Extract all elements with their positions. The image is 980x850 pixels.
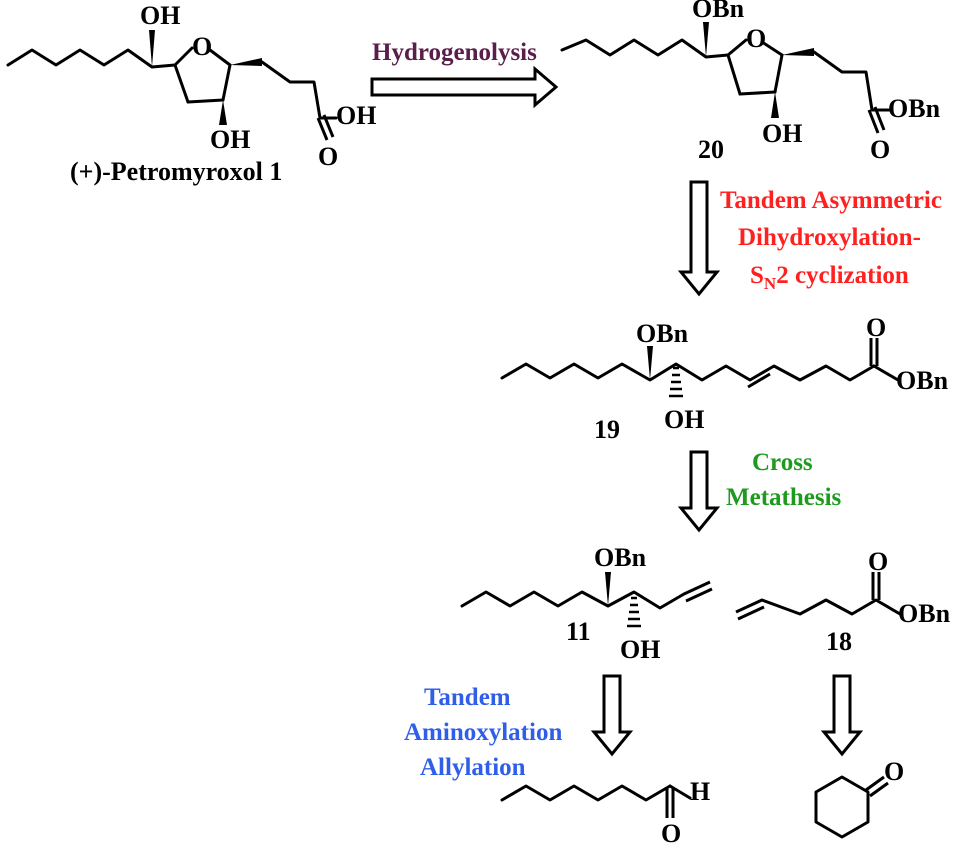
wedge-bond xyxy=(605,572,611,606)
sn2-s: S xyxy=(750,262,764,289)
structure-petromyroxol: OH O OH OH O (+)-Petromyroxol 1 xyxy=(6,1,376,186)
atom-oh: OH xyxy=(620,635,660,664)
wedge-bond xyxy=(771,92,779,118)
compound-label-11: 11 xyxy=(566,617,591,646)
arrow-hydrogenolysis: Hydrogenolysis xyxy=(370,39,559,109)
atom-obn: OBn xyxy=(692,0,745,23)
step-label-tandem-ad-line2: Dihydroxylation- xyxy=(738,224,921,251)
sn2-subscript-n: N xyxy=(764,274,777,293)
atom-carbonyl-oxygen: O xyxy=(870,135,890,164)
atom-oh: OH xyxy=(140,1,180,30)
atom-obn: OBn xyxy=(896,366,949,395)
step-label-tandem-ad-line3: SN2 cyclization xyxy=(750,262,909,293)
arrow-tandem-ad: Tandem Asymmetric Dihydroxylation- SN2 c… xyxy=(677,180,942,297)
wedge-bond xyxy=(149,30,155,67)
atom-obn: OBn xyxy=(898,599,951,628)
arrow-cross-metathesis: Cross Metathesis xyxy=(677,449,842,533)
structure-cyclohexanone: O xyxy=(814,757,904,839)
wedge-bond xyxy=(230,58,262,66)
arrow-tandem-aminoxylation: Tandem Aminoxylation Allylation xyxy=(404,674,634,781)
wedge-bond xyxy=(703,22,709,57)
atom-aldehyde-h: H xyxy=(690,777,710,806)
structure-compound-19: OBn OH O OBn 19 xyxy=(500,313,949,444)
atom-carbonyl-oxygen: O xyxy=(866,313,886,342)
compound-label-petromyroxol: (+)-Petromyroxol 1 xyxy=(70,157,282,186)
sn2-rest: 2 cyclization xyxy=(776,262,909,289)
atom-aldehyde-oxygen: O xyxy=(661,819,681,848)
atom-obn: OBn xyxy=(636,319,689,348)
wedge-bond xyxy=(219,100,227,125)
wedge-bond xyxy=(782,48,814,56)
atom-obn: OBn xyxy=(594,543,647,572)
step-label-tandem-ad-line1: Tandem Asymmetric xyxy=(720,187,942,214)
structure-compound-18: O OBn 18 xyxy=(735,547,951,656)
structure-compound-20: OBn O OH OBn O 20 xyxy=(560,0,941,164)
structure-heptanal: H O xyxy=(500,777,710,848)
atom-oh: OH xyxy=(664,405,704,434)
compound-label-18: 18 xyxy=(826,627,852,656)
step-label-tandem-aminoxylation-line1: Tandem xyxy=(424,684,511,711)
arrow-to-cyclohexanone xyxy=(820,674,864,757)
atom-oh: OH xyxy=(336,101,376,130)
atom-obn: OBn xyxy=(888,94,941,123)
structure-compound-11: OBn OH 11 xyxy=(460,543,713,664)
compound-label-19: 19 xyxy=(594,415,620,444)
atom-ring-oxygen: O xyxy=(746,24,766,53)
atom-oh: OH xyxy=(762,119,802,148)
atom-ketone-oxygen: O xyxy=(884,757,904,786)
wedge-bond xyxy=(647,346,653,380)
atom-oh: OH xyxy=(210,125,250,154)
step-label-cross-metathesis-line2: Metathesis xyxy=(726,484,842,511)
compound-label-20: 20 xyxy=(698,135,724,164)
step-label-cross-metathesis-line1: Cross xyxy=(752,449,813,476)
step-label-tandem-aminoxylation-line3: Allylation xyxy=(420,754,526,781)
atom-ring-oxygen: O xyxy=(192,32,212,61)
atom-carbonyl-oxygen: O xyxy=(318,142,338,171)
atom-carbonyl-oxygen: O xyxy=(868,547,888,576)
step-label-tandem-aminoxylation-line2: Aminoxylation xyxy=(404,719,562,746)
step-label-hydrogenolysis: Hydrogenolysis xyxy=(372,39,537,66)
